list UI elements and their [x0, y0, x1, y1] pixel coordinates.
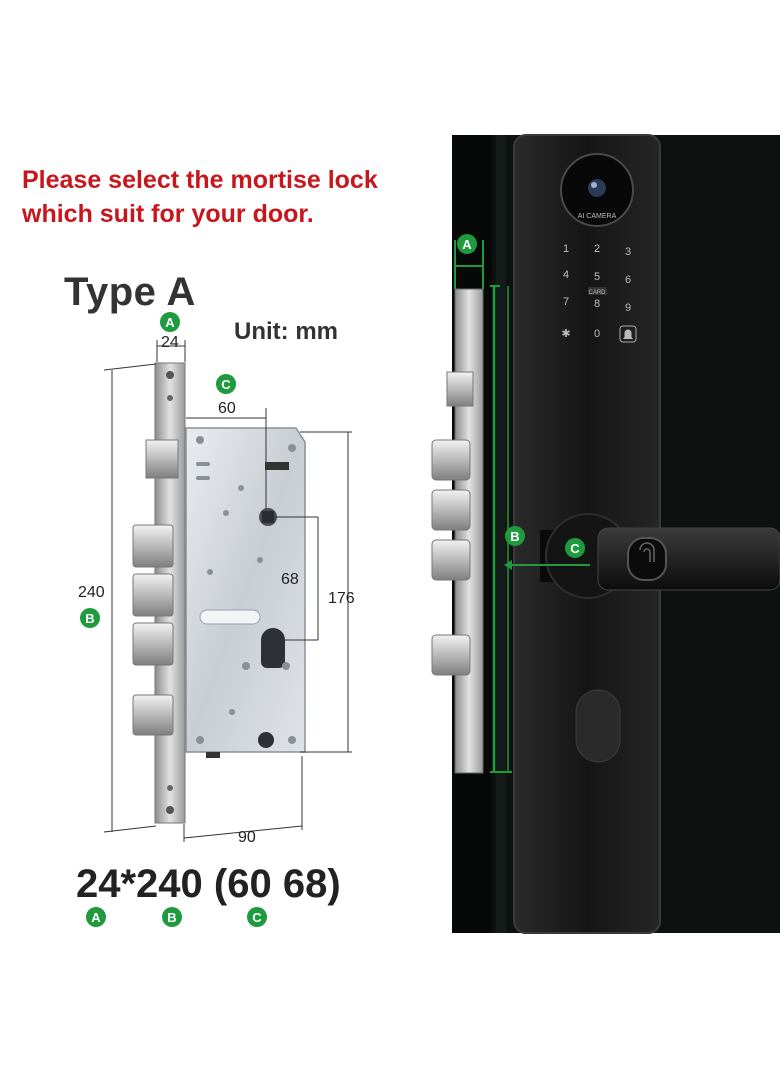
camera-label: AI CAMERA [578, 213, 617, 220]
svg-text:B: B [510, 529, 519, 544]
type-title: Type A [64, 270, 196, 314]
spec-badge-a: A [86, 907, 106, 927]
bell-icon [619, 325, 637, 343]
badge-a-door: A [457, 234, 477, 254]
badge-a-top: A [160, 312, 180, 332]
fingerprint-icon [627, 537, 667, 581]
keypad: 1 2 3 4 5 6 7 8 9 ✱ 0 CARD [561, 243, 637, 343]
badge-c-door: C [565, 538, 585, 558]
dead-bolt-4 [132, 694, 174, 736]
badge-b-side: B [80, 608, 100, 628]
dim-176-value: 176 [328, 590, 355, 607]
dim-b-value: 240 [78, 584, 105, 601]
svg-text:B: B [85, 611, 94, 626]
svg-text:A: A [462, 237, 472, 252]
headline: Please select the mortise lock which sui… [22, 163, 442, 231]
door-bolt-3 [431, 539, 471, 581]
key-9: 9 [625, 302, 631, 314]
door-bolt-1 [431, 439, 471, 481]
unit-label: Unit: mm [234, 318, 338, 345]
key-4: 4 [563, 269, 569, 281]
spec-badge-c: C [247, 907, 267, 927]
headline-line-2: which suit for your door. [22, 200, 314, 228]
dead-bolt-3 [132, 622, 174, 666]
key-3: 3 [625, 246, 631, 258]
dim-68-value: 68 [281, 571, 299, 588]
card-label: CARD [588, 290, 606, 296]
svg-text:A: A [165, 315, 175, 330]
cylinder-hole [261, 628, 285, 668]
badge-b-door: B [505, 526, 525, 546]
door-faceplate [454, 288, 484, 774]
dead-bolt-1 [132, 524, 174, 568]
key-0: 0 [594, 328, 600, 340]
door-handle [597, 527, 780, 591]
key-cover [575, 689, 621, 763]
svg-text:C: C [570, 541, 580, 556]
camera-icon: AI CAMERA [560, 153, 634, 227]
svg-text:C: C [252, 910, 262, 925]
spec-badge-b: B [162, 907, 182, 927]
door-photo: AI CAMERA 1 2 3 4 5 6 7 8 9 ✱ 0 CARD [431, 134, 780, 934]
latch-bolt [145, 439, 179, 479]
key-6: 6 [625, 274, 631, 286]
door-bolt-2 [431, 489, 471, 531]
svg-text:C: C [221, 377, 231, 392]
badge-c-top: C [216, 374, 236, 394]
dim-90-value: 90 [238, 829, 256, 846]
key-8: 8 [594, 298, 600, 310]
dim-c-value: 60 [218, 400, 236, 417]
headline-line-1: Please select the mortise lock [22, 166, 378, 194]
door-bolt-4 [431, 634, 471, 676]
slot [199, 609, 261, 625]
dead-bolt-2 [132, 573, 174, 617]
dim-a-value: 24 [161, 334, 179, 351]
key-star: ✱ [561, 328, 570, 340]
svg-text:A: A [91, 910, 101, 925]
key-7: 7 [563, 296, 569, 308]
mortise-lock-drawing: 24 60 240 68 176 90 A C B [78, 312, 355, 846]
key-5: 5 [594, 271, 600, 283]
svg-text:B: B [167, 910, 176, 925]
key-2: 2 [594, 243, 600, 255]
spec-text: 24*240 (60 68) [76, 862, 341, 906]
lock-case [185, 427, 306, 753]
key-1: 1 [563, 243, 569, 255]
